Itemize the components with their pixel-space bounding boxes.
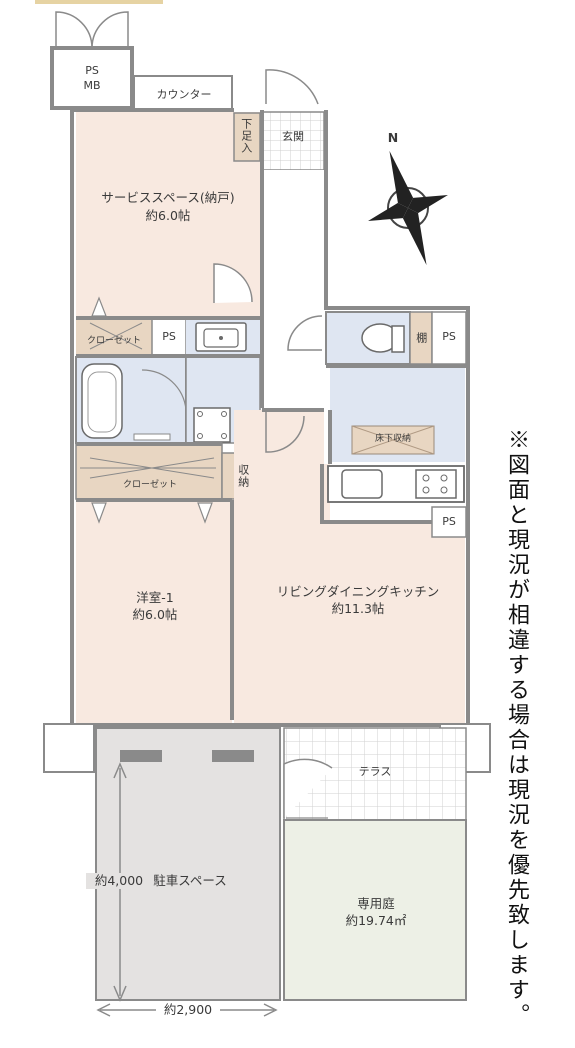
ps-label: PS xyxy=(85,64,99,77)
closet-hangers xyxy=(89,322,215,479)
terrace-label: テラス xyxy=(358,765,392,778)
corridor xyxy=(262,170,324,410)
storage-label: 収納 xyxy=(236,464,250,488)
top-accent-strip xyxy=(35,0,163,4)
ps-2-label: PS xyxy=(442,330,456,343)
garden-label: 専用庭 xyxy=(357,896,395,911)
compass-icon xyxy=(368,150,448,266)
counter-label: カウンター xyxy=(156,88,212,101)
parking-depth-label: 約4,000 xyxy=(86,873,152,889)
shoe-storage xyxy=(233,112,261,162)
western-room-label: 洋室-1 xyxy=(136,590,174,605)
entrance-label: 玄関 xyxy=(282,130,304,143)
ps-box-3 xyxy=(431,506,467,538)
mb-label: MB xyxy=(83,79,101,92)
disclaimer-note: ※図面と現況が相違する場合は現況を優先致します。 xyxy=(504,428,529,1028)
entrance-door xyxy=(265,69,319,105)
ldk-room xyxy=(234,410,465,723)
ps-3-label: PS xyxy=(442,515,456,528)
service-space-size: 約6.0帖 xyxy=(145,208,191,223)
western-room-1 xyxy=(76,501,232,723)
closet-1-label: クローゼット xyxy=(86,336,141,346)
washing-machine xyxy=(193,407,231,443)
shelf-label: 棚 xyxy=(414,332,428,344)
closet-1 xyxy=(76,317,152,355)
western-room-size: 約6.0帖 xyxy=(132,607,178,622)
parking-width-label: 約2,900 xyxy=(156,1002,220,1018)
ps-mb-closet xyxy=(50,11,134,110)
ldk-size: 約11.3帖 xyxy=(331,601,385,616)
closet-2 xyxy=(75,442,223,500)
parking-space xyxy=(95,727,281,1001)
garden-size: 約19.74㎡ xyxy=(345,913,407,928)
closet-2-label: クローゼット xyxy=(122,480,177,490)
private-garden xyxy=(283,819,467,1001)
counter-area xyxy=(133,75,233,113)
walls xyxy=(70,108,470,727)
underfloor-storage-label: 床下収納 xyxy=(374,434,411,444)
compass-north-label: N xyxy=(387,130,399,145)
ldk-label: リビングダイニングキッチン xyxy=(276,584,440,599)
service-space-label: サービススペース(納戸) xyxy=(101,190,235,205)
service-space-door xyxy=(213,263,253,303)
parking-label: 駐車スペース xyxy=(153,873,227,888)
ps-1-label: PS xyxy=(162,330,176,343)
shoe-storage-label: 下足入 xyxy=(239,118,253,154)
